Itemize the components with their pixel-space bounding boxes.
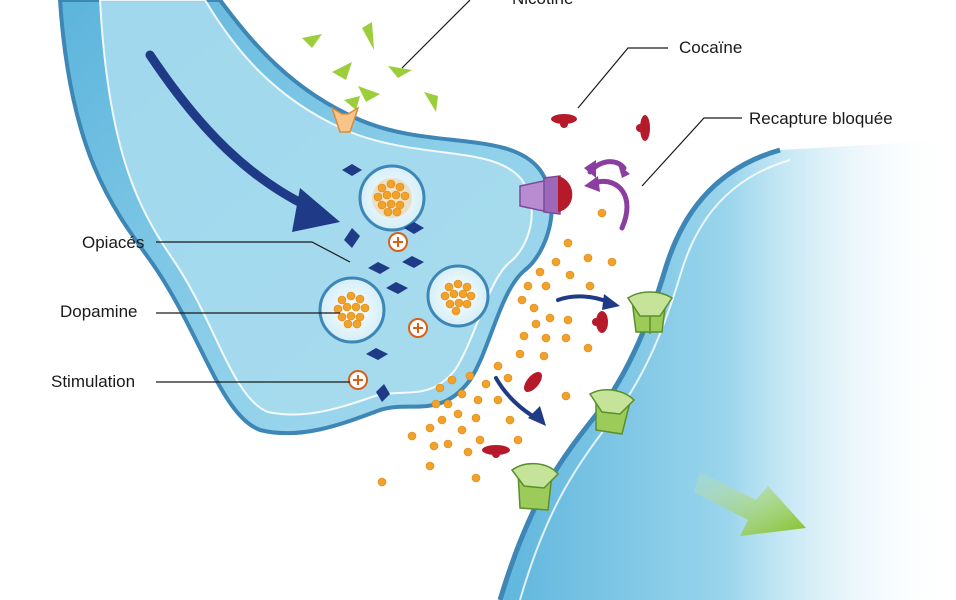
label-cocaine: Cocaïne (679, 38, 743, 57)
vesicle-2 (318, 276, 386, 344)
label-dopamine: Dopamine (60, 302, 138, 321)
opiate-molecules (342, 164, 424, 402)
label-reuptake-blocked: Recapture bloquée (749, 109, 893, 128)
release-arrowheads (528, 294, 620, 426)
outgoing-signal-arrow (694, 472, 806, 536)
cocaine-leader-line (577, 47, 668, 109)
postsynaptic-neuron (497, 140, 956, 600)
dopamine-molecules (377, 208, 617, 487)
nicotinic-receptor (330, 106, 360, 133)
reuptake-arrowheads (584, 160, 630, 192)
vesicle-3 (426, 264, 490, 328)
dopamine-receptor-3 (510, 462, 560, 511)
opiates-leader-line (156, 241, 351, 263)
reuptake-leader-line (641, 117, 742, 187)
signal-direction-arrow (145, 50, 340, 232)
vesicle-1 (358, 164, 426, 232)
stimulation-plus-icon (348, 232, 428, 390)
nicotine-leader-line (401, 0, 471, 69)
label-opiates: Opiacés (82, 233, 145, 252)
leader-lines (156, 0, 742, 383)
label-stimulation: Stimulation (51, 372, 136, 391)
label-nicotine: Nicotine (512, 0, 573, 9)
cocaine-molecules (482, 114, 650, 458)
nicotine-molecules (302, 22, 438, 112)
dopamine-transporter (519, 175, 573, 215)
dopamine-receptor-1 (626, 291, 674, 334)
dopamine-receptor-2 (588, 388, 636, 435)
